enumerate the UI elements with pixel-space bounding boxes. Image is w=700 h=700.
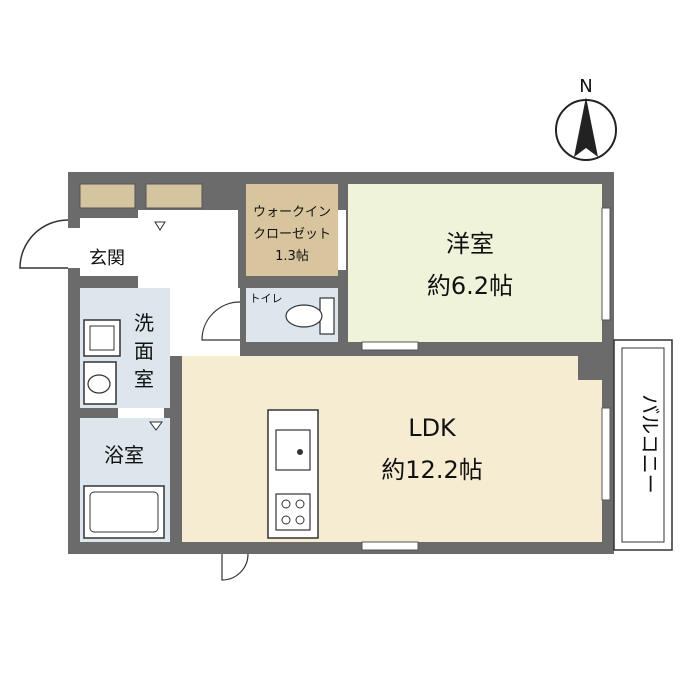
walk-in-closet-label-line-2: クローゼット — [253, 227, 331, 242]
entrance-door-gap — [68, 228, 80, 268]
ldk-size: 約12.2帖 — [381, 456, 482, 484]
vanity-sink — [83, 361, 117, 405]
ldk-window-bottom — [361, 541, 419, 551]
toilet-door-icon — [201, 301, 241, 341]
washroom-label-line-1: 洗 — [134, 311, 154, 335]
north-compass: N — [555, 76, 617, 161]
entrance-door-icon — [19, 219, 69, 269]
bathtub-inner — [89, 491, 159, 533]
washer-pan-inner — [89, 325, 115, 351]
entrance-floor — [80, 218, 138, 276]
walk-in-closet-label: ウォークイン クローゼット 1.3帖 — [253, 205, 331, 264]
balcony-label: バルコニー — [638, 394, 662, 494]
closet-door-strip — [338, 210, 346, 270]
compass-needle-icon — [574, 97, 598, 157]
bathroom-step-mark-icon — [149, 421, 163, 431]
western-window — [601, 207, 611, 321]
balcony-inner — [621, 347, 665, 543]
ldk-name: LDK — [408, 414, 457, 442]
western-room-floor — [348, 184, 602, 342]
vanity-basin — [87, 374, 111, 394]
western-room-name: 洋室 — [446, 230, 494, 258]
washroom-label: 洗 面 室 — [134, 311, 154, 391]
bathroom-label: 浴室 — [104, 443, 144, 467]
washroom-label-line-2: 面 — [134, 339, 154, 363]
toilet-icon — [285, 297, 335, 335]
stove-icon — [275, 493, 311, 531]
bathtub — [83, 485, 165, 539]
hallway-step-mark-icon — [154, 221, 166, 231]
western-room-size: 約6.2帖 — [427, 272, 513, 300]
balcony-floor — [613, 339, 673, 551]
ldk-floor — [182, 356, 602, 542]
ldk-window-right — [601, 407, 611, 501]
walk-in-closet-label-line-3: 1.3帖 — [275, 249, 309, 264]
shoe-cabinet-right — [145, 183, 203, 209]
walk-in-closet-label-line-1: ウォークイン — [253, 205, 331, 220]
compass-north-letter: N — [579, 76, 592, 97]
kitchen-sink — [275, 429, 311, 471]
bathroom-door-strip — [118, 408, 164, 418]
washer-pan — [83, 319, 121, 357]
entrance-label: 玄関 — [89, 248, 125, 269]
western-window-bottom — [361, 341, 419, 351]
toilet-label: トイレ — [250, 292, 283, 305]
washroom-label-line-3: 室 — [134, 367, 154, 391]
shoe-cabinet-left — [79, 183, 136, 209]
kitchen-sink-drain — [297, 449, 303, 455]
ldk-door-icon — [221, 553, 249, 581]
walk-in-closet-floor — [246, 184, 338, 276]
